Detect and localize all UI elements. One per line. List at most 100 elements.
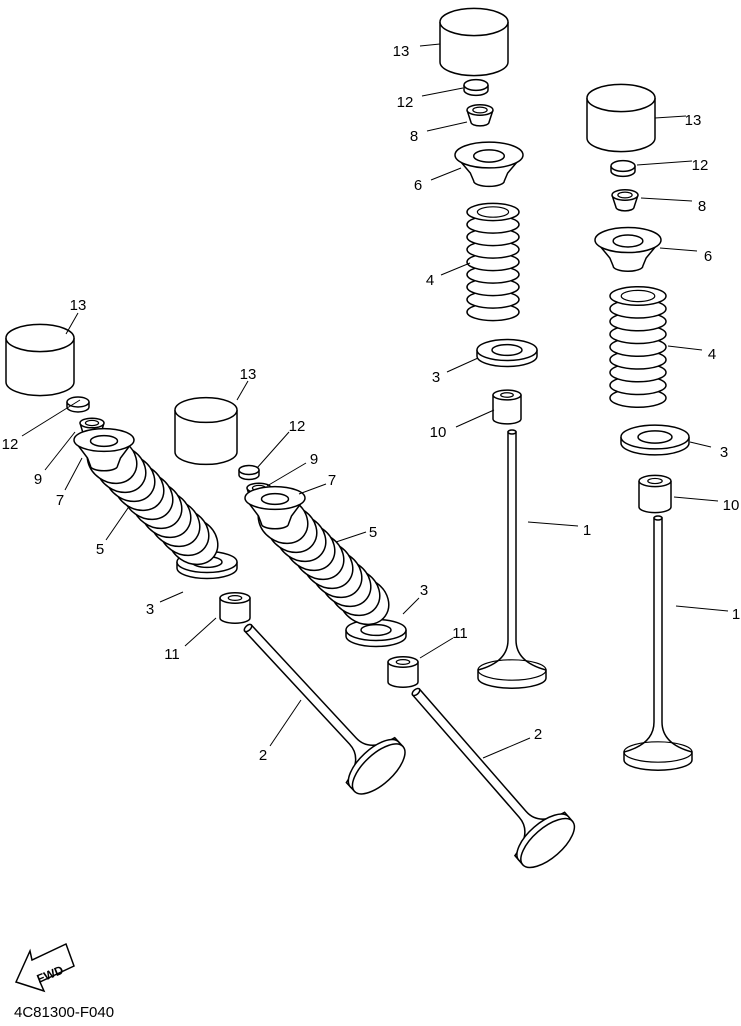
callout-label: 13 <box>685 112 702 129</box>
callout-label: 5 <box>369 524 377 541</box>
leader-line <box>675 605 729 612</box>
leader-line <box>269 699 302 747</box>
valve-d-frame <box>411 687 576 869</box>
valve-a <box>477 429 547 689</box>
stem-seal-b <box>638 474 672 514</box>
leader-line <box>298 483 327 495</box>
tappet-a <box>439 7 509 77</box>
tappet-d-top <box>174 396 238 424</box>
valve-spring-a <box>466 202 520 322</box>
valve-spring-a-coil <box>466 202 520 222</box>
callout-label: 4 <box>426 272 434 289</box>
valve-spring-a-inner <box>476 206 510 218</box>
leader-line <box>440 262 471 276</box>
spring-seat-d <box>345 618 407 648</box>
leader-line <box>21 399 81 437</box>
valve-c-frame <box>243 623 406 795</box>
callout-label: 12 <box>2 436 19 453</box>
shim-d <box>238 464 260 481</box>
parts-layer <box>5 7 693 869</box>
callout-label: 6 <box>704 248 712 265</box>
tappet-c-body <box>5 338 75 397</box>
valve-spring-d <box>257 495 390 626</box>
leader-line <box>640 197 693 202</box>
callout-label: 4 <box>708 346 716 363</box>
spring-retainer-b-bore <box>612 234 644 248</box>
cotter-a-hole <box>472 106 488 114</box>
spring-seat-b-bore <box>637 430 673 444</box>
spring-seat-a <box>476 338 538 368</box>
callout-label: 11 <box>452 625 468 642</box>
callout-label: 3 <box>432 369 440 386</box>
leader-line <box>636 160 693 166</box>
leader-line <box>419 637 454 659</box>
tappet-d-body <box>174 410 238 466</box>
leader-line <box>335 531 367 543</box>
shim-b <box>610 159 636 178</box>
tappet-c-top <box>5 323 75 353</box>
callout-label: 2 <box>534 726 542 743</box>
shim-a-top <box>463 78 489 92</box>
stem-seal-c-bore <box>227 594 243 601</box>
valve-c-tip <box>243 623 253 633</box>
stem-seal-c-body <box>219 598 251 624</box>
stem-seal-a <box>492 389 522 425</box>
shim-a <box>463 78 489 97</box>
stem-seal-c-top <box>219 592 251 604</box>
leader-line <box>482 737 531 759</box>
spring-retainer-d <box>244 485 306 530</box>
callout-label: 11 <box>164 646 180 663</box>
leader-line <box>654 115 687 119</box>
callout-label: 13 <box>393 43 410 60</box>
diagram-code: 4C81300-F040 <box>14 1004 115 1021</box>
tappet-d <box>174 396 238 466</box>
valve-a-face <box>477 659 547 681</box>
fwd-arrow-icon: FWD <box>14 942 75 993</box>
stem-seal-a-body <box>492 395 522 425</box>
leader-line <box>419 43 441 47</box>
leader-line <box>455 409 495 428</box>
stem-seal-d-top <box>387 656 419 668</box>
valve-d-head <box>520 817 576 869</box>
leader-line <box>256 431 290 469</box>
valve-spring-b-coil <box>609 286 667 306</box>
callout-label: 8 <box>698 198 706 215</box>
spring-retainer-d-bore <box>260 492 290 506</box>
callout-label: 7 <box>56 492 64 509</box>
spring-retainer-a <box>454 141 524 188</box>
leader-line <box>421 87 464 97</box>
leader-line <box>159 591 184 603</box>
spring-retainer-c <box>73 427 135 472</box>
valve-b <box>623 515 693 771</box>
valve-b-tip <box>653 515 663 521</box>
cotter-c-hole <box>84 419 100 427</box>
stem-seal-a-bore <box>500 392 514 398</box>
leader-line <box>659 247 698 252</box>
shim-c <box>66 396 90 413</box>
valve-c-head <box>351 743 406 795</box>
tappet-a-body <box>439 22 509 77</box>
callout-label: 13 <box>70 297 87 314</box>
spring-retainer-c-bore <box>89 434 119 448</box>
cotter-c-top <box>79 417 105 429</box>
stem-seal-a-top <box>492 389 522 401</box>
callout-label: 10 <box>723 497 740 514</box>
callout-label: 3 <box>146 601 154 618</box>
callout-label: 13 <box>240 366 257 383</box>
stem-seal-d <box>387 656 419 688</box>
callout-label: 9 <box>34 471 42 488</box>
spring-seat-b <box>620 424 690 456</box>
cotter-a-top <box>466 104 494 116</box>
spring-retainer-a-bore <box>472 149 506 163</box>
valve-spring-b-inner <box>620 289 656 303</box>
leader-line <box>266 462 307 487</box>
leader-line <box>105 507 129 541</box>
callout-label: 7 <box>328 472 336 489</box>
tappet-b <box>586 83 656 153</box>
valve-d-tip <box>411 687 421 697</box>
valve-spring-b <box>609 286 667 408</box>
callout-label: 10 <box>430 424 447 441</box>
leader-line <box>673 496 719 502</box>
leader-line <box>65 312 79 335</box>
